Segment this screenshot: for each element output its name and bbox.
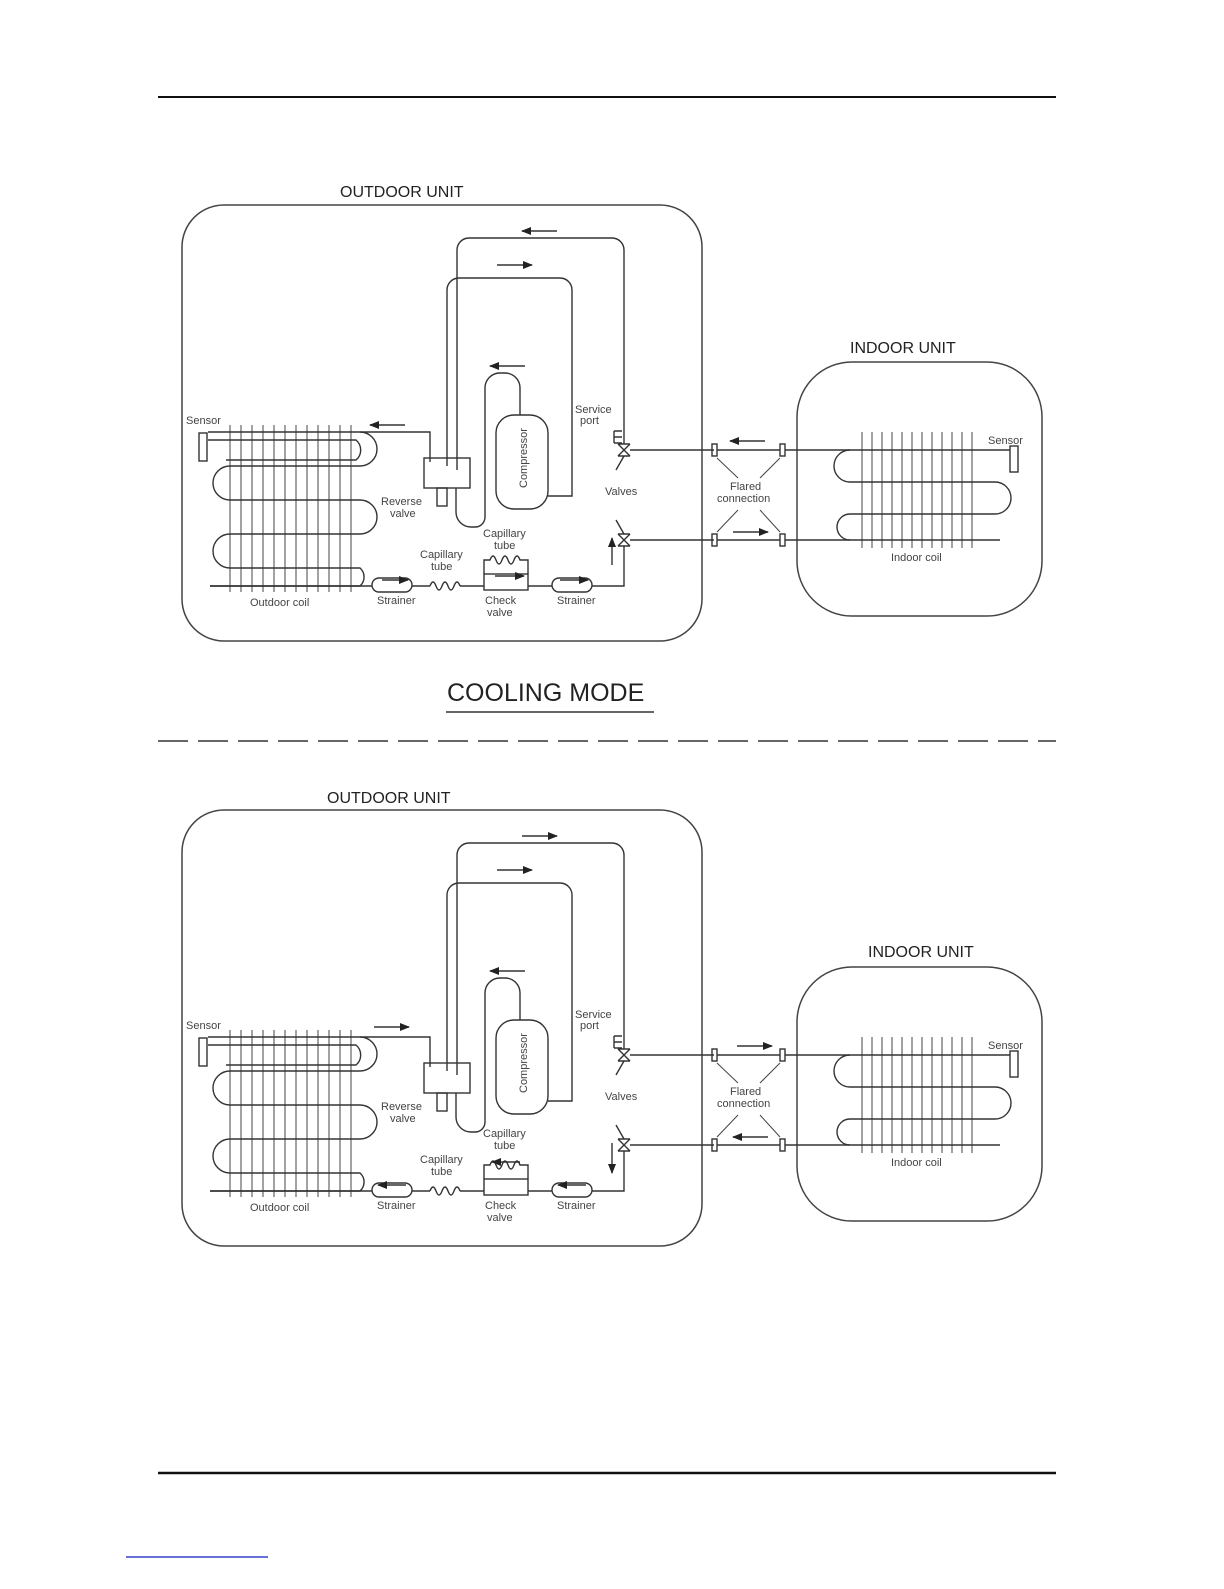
valves-label: Valves (605, 486, 638, 498)
strainer-right-label: Strainer (557, 595, 596, 607)
compressor-label: Compressor (518, 428, 530, 488)
capillary-tube-left-label-line1: Capillary (420, 1154, 463, 1166)
reverse-valve-label-line2: valve (390, 508, 416, 520)
outdoor-coil-label: Outdoor coil (250, 1202, 309, 1214)
heating-flow-arrows (374, 832, 773, 1189)
service-port-label-line2: port (580, 1020, 599, 1032)
compressor-label: Compressor (518, 1033, 530, 1093)
service-port-label-line2: port (580, 415, 599, 427)
capillary-tube-left-label-line2: tube (431, 1166, 452, 1178)
check-valve-label-line1: Check (485, 1200, 517, 1212)
strainer-right-label: Strainer (557, 1200, 596, 1212)
cooling-mode-diagram: OUTDOOR UNIT INDOOR UNIT Sensor Sensor S… (181, 184, 1043, 642)
capillary-tube-left-label-line1: Capillary (420, 549, 463, 561)
flared-connection-label-line1: Flared (730, 1086, 761, 1098)
outdoor-coil-label: Outdoor coil (250, 597, 309, 609)
reverse-valve-label-line2: valve (390, 1113, 416, 1125)
outdoor-sensor-label: Sensor (186, 1020, 221, 1032)
service-port-label-line1: Service (575, 404, 612, 416)
indoor-sensor-label: Sensor (988, 435, 1023, 447)
check-valve-label-line2: valve (487, 1212, 513, 1224)
capillary-tube-left-label-line2: tube (431, 561, 452, 573)
reverse-valve-label-line1: Reverse (381, 496, 422, 508)
flared-connection-label-line1: Flared (730, 481, 761, 493)
heating-mode-diagram: OUTDOOR UNIT INDOOR UNIT Sensor Sensor S… (181, 790, 1043, 1247)
capillary-tube-top-label-line1: Capillary (483, 528, 526, 540)
capillary-tube-top-label-line1: Capillary (483, 1128, 526, 1140)
strainer-left-label: Strainer (377, 595, 416, 607)
strainer-left-label: Strainer (377, 1200, 416, 1212)
capillary-tube-top-label-line2: tube (494, 1140, 515, 1152)
check-valve-label-line2: valve (487, 607, 513, 619)
valves-label: Valves (605, 1091, 638, 1103)
indoor-unit-title: INDOOR UNIT (850, 340, 956, 357)
check-valve-label-line1: Check (485, 595, 517, 607)
outdoor-unit-title: OUTDOOR UNIT (327, 790, 451, 807)
cooling-mode-title: COOLING MODE (447, 679, 644, 707)
reverse-valve-label-line1: Reverse (381, 1101, 422, 1113)
indoor-coil-label: Indoor coil (891, 1157, 942, 1169)
flared-connection-label-line2: connection (717, 493, 770, 505)
capillary-tube-top-label-line2: tube (494, 540, 515, 552)
indoor-sensor-label: Sensor (988, 1040, 1023, 1052)
indoor-unit-title: INDOOR UNIT (868, 944, 974, 961)
flared-connection-label-line2: connection (717, 1098, 770, 1110)
outdoor-sensor-label: Sensor (186, 415, 221, 427)
cooling-flow-arrows (369, 227, 769, 584)
service-port-label-line1: Service (575, 1009, 612, 1021)
indoor-coil-label: Indoor coil (891, 552, 942, 564)
outdoor-unit-title: OUTDOOR UNIT (340, 184, 464, 201)
